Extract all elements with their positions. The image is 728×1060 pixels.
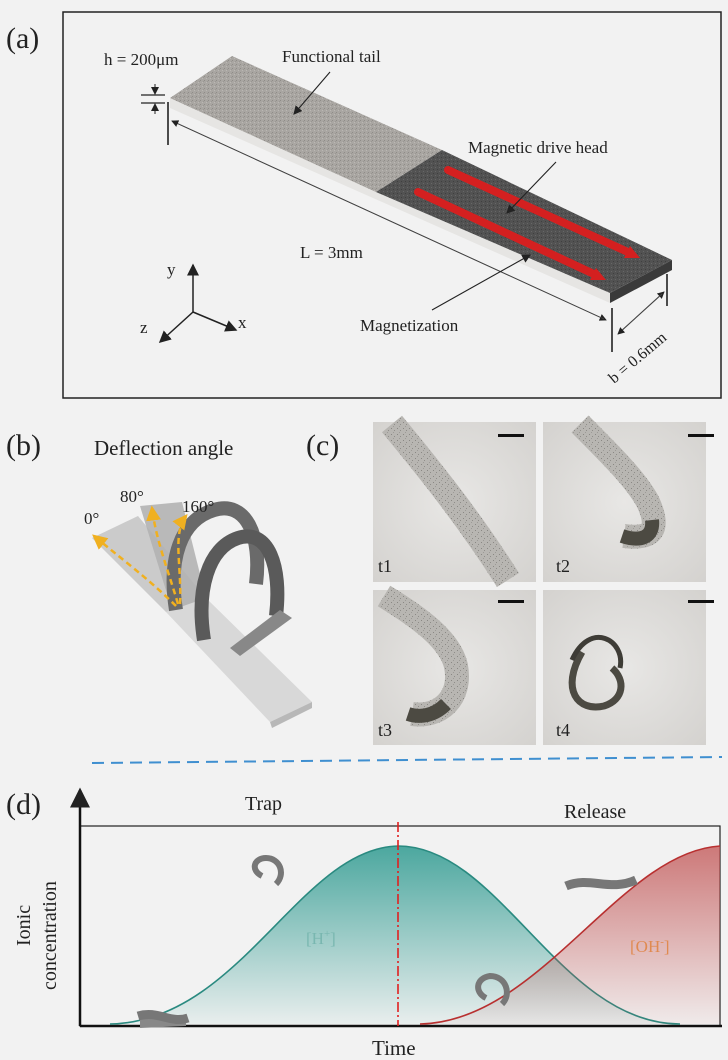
axis-y-label: y	[167, 260, 176, 279]
length-label: L = 3mm	[300, 243, 363, 262]
magnet-arrow-2	[414, 188, 600, 279]
magnetic-head	[376, 150, 672, 293]
section-divider	[91, 756, 723, 764]
frame-label-t4: t4	[556, 720, 570, 740]
width-label: b = 0.6mm	[606, 329, 671, 387]
angle-arrow-160	[172, 514, 188, 605]
magnetization-pointer	[431, 254, 531, 311]
magnet-arrowhead-1	[624, 246, 640, 258]
panel-c: (c) t1 t2 t3 t4	[306, 415, 714, 745]
panel-a: (a) h = 200μm Functiona	[6, 11, 722, 399]
tail-label: Functional tail	[282, 47, 381, 66]
flat-strip-icon-2	[564, 875, 638, 891]
panel-d: (d) Trap Release [H+] [OH-] Ionic concen…	[6, 787, 722, 1060]
magnetization-label: Magnetization	[360, 316, 459, 335]
flat-strip-icon	[136, 1010, 190, 1024]
frame-label-t3: t3	[378, 720, 392, 740]
thickness-label: h = 200μm	[104, 50, 178, 69]
angle-arrow-0	[92, 534, 177, 607]
head-label: Magnetic drive head	[468, 138, 608, 157]
angle-label-0: 0°	[84, 509, 99, 528]
frame-label-t2: t2	[556, 556, 570, 576]
h-ion-label: [H+]	[306, 928, 336, 948]
axis-z-label: z	[140, 318, 148, 337]
thickness-dimension	[141, 84, 169, 145]
panel-d-label: (d)	[6, 788, 41, 821]
curled-strip-icon-2	[475, 972, 510, 1007]
y-axis-title: Ionic concentration	[13, 881, 61, 990]
frame-label-t1: t1	[378, 556, 392, 576]
strip-front-face	[170, 98, 610, 303]
scale-bar	[688, 600, 714, 603]
tail-pointer	[293, 71, 331, 115]
angle-label-160: 160°	[182, 497, 214, 516]
panel-b: (b) Deflection angle 0° 80° 160°	[6, 429, 312, 728]
oh-ion-curve	[419, 845, 721, 1025]
release-label: Release	[564, 801, 626, 823]
micrograph-t2: t2	[543, 415, 714, 582]
y-axis-title-line2: concentration	[39, 881, 61, 990]
coordinate-axes	[158, 263, 238, 344]
scale-bar	[498, 600, 524, 603]
width-dimension	[611, 274, 668, 352]
oh-ion-label: [OH-]	[630, 936, 670, 956]
micrograph-t4: t4	[543, 590, 714, 745]
panel-c-label: (c)	[306, 429, 339, 462]
panel-b-title: Deflection angle	[94, 436, 233, 460]
strip-side-face	[610, 260, 672, 303]
trap-label: Trap	[245, 793, 282, 815]
oh-ion-area	[420, 846, 720, 1024]
y-axis-title-line1: Ionic	[13, 905, 35, 946]
curled-strip-icon-1	[251, 854, 284, 887]
axis-x-label: x	[238, 313, 247, 332]
x-axis-title: Time	[372, 1036, 416, 1060]
functional-tail	[170, 56, 442, 192]
base-plate	[166, 598, 312, 722]
panel-b-label: (b)	[6, 429, 41, 462]
angle-arrow-80	[146, 505, 180, 605]
scale-bar	[688, 434, 714, 437]
magnet-arrowhead-2	[590, 268, 606, 280]
scale-bar	[498, 434, 524, 437]
angle-label-80: 80°	[120, 487, 144, 506]
panel-a-label: (a)	[6, 22, 39, 55]
curl-full	[194, 529, 285, 642]
micrograph-t1: t1	[373, 415, 536, 587]
strip-3d	[170, 56, 672, 303]
panel-a-frame	[62, 11, 722, 399]
micrograph-t3: t3	[373, 585, 536, 745]
magnet-arrow-1	[444, 166, 634, 257]
head-pointer	[506, 161, 557, 214]
